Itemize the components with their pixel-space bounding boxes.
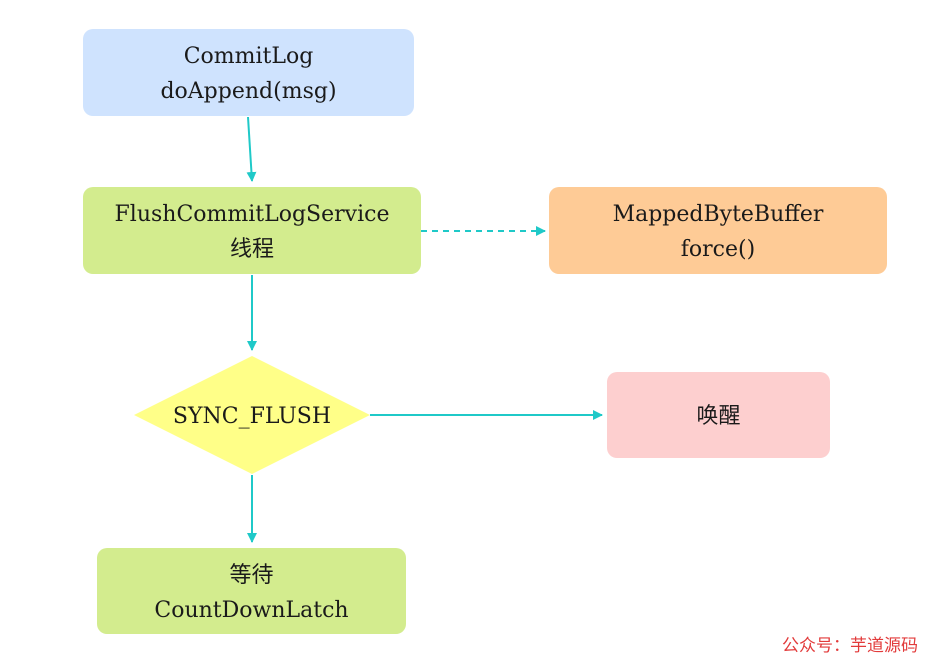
- sync-flush-decision: SYNC_FLUSH: [134, 356, 370, 474]
- wait-latch-class: CountDownLatch: [154, 598, 348, 623]
- commitlog-method: doAppend(msg): [160, 79, 336, 104]
- mapped-buffer-method: force(): [681, 237, 755, 262]
- wakeup-node: 唤醒: [607, 372, 830, 458]
- commitlog-node: CommitLog doAppend(msg): [83, 29, 414, 116]
- flush-service-title: FlushCommitLogService: [115, 202, 390, 227]
- wait-latch-node: 等待 CountDownLatch: [97, 548, 406, 634]
- mapped-buffer-node: MappedByteBuffer force(): [549, 187, 887, 274]
- arrow-commitlog-to-flush: [246, 116, 257, 182]
- flush-service-thread: 线程: [230, 237, 274, 262]
- sync-flush-label: SYNC_FLUSH: [173, 404, 331, 429]
- commitlog-title: CommitLog: [184, 44, 314, 69]
- mapped-buffer-title: MappedByteBuffer: [613, 202, 824, 227]
- flush-service-node: FlushCommitLogService 线程: [83, 187, 421, 274]
- watermark-text: 公众号：芋道源码: [782, 636, 918, 656]
- wakeup-label: 唤醒: [696, 404, 740, 429]
- wait-latch-title: 等待: [229, 563, 273, 588]
